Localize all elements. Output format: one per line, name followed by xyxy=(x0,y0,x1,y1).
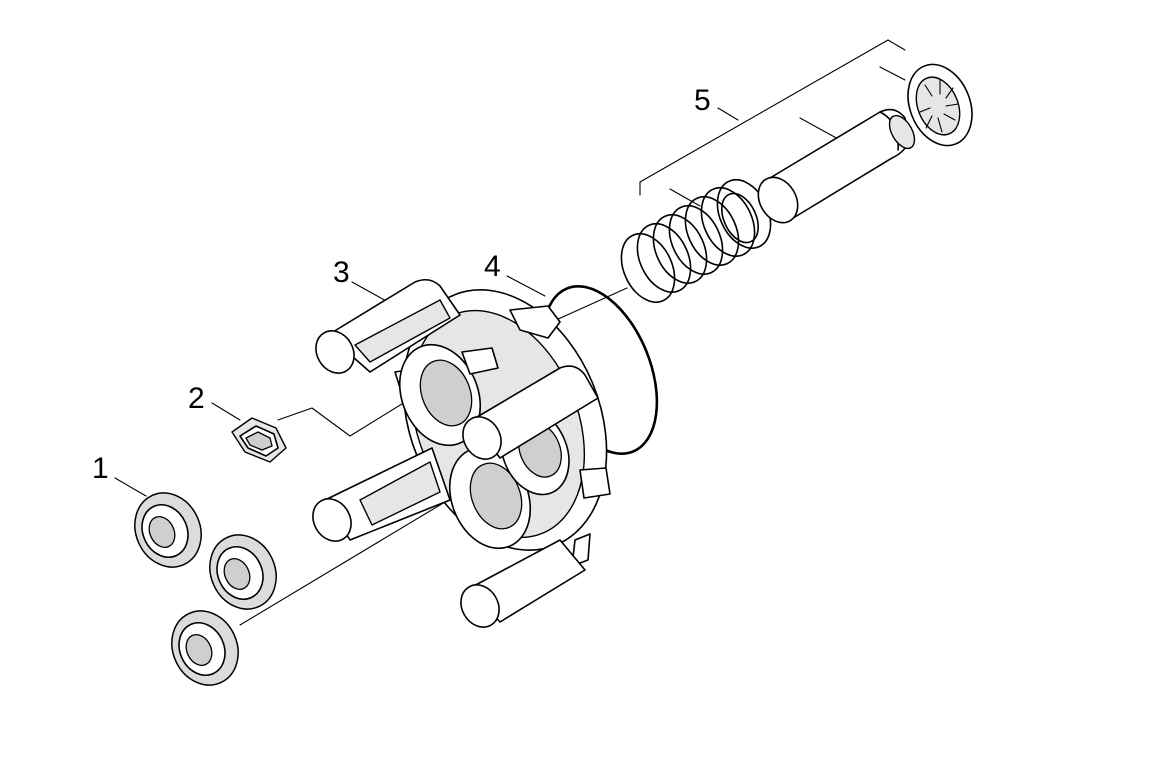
plunger-pin xyxy=(757,108,916,224)
leader-lines xyxy=(114,39,906,626)
gasket-part xyxy=(231,417,287,463)
part-label-2: 2 xyxy=(188,382,205,415)
spring-washer xyxy=(907,63,973,147)
part-label-5: 5 xyxy=(694,84,711,117)
seal-ring-1 xyxy=(134,492,202,568)
part-label-3: 3 xyxy=(333,256,350,289)
part-label-1: 1 xyxy=(92,452,109,485)
coil-spring xyxy=(620,179,772,303)
seal-ring-2 xyxy=(209,534,277,610)
seal-ring-3 xyxy=(171,610,239,686)
part-label-4: 4 xyxy=(484,250,501,283)
valve-body xyxy=(312,278,611,628)
